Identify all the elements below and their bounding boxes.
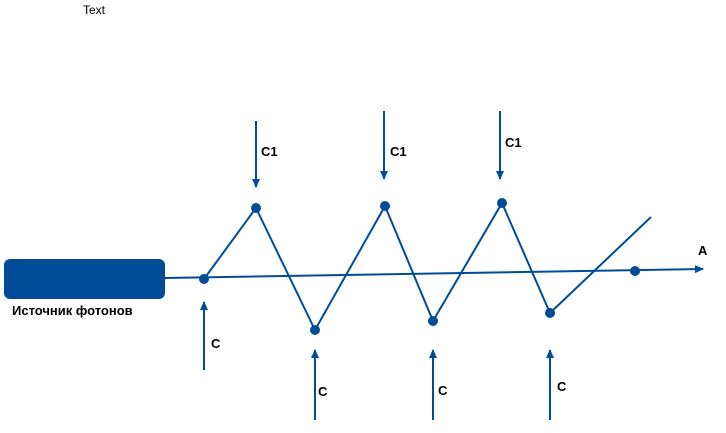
node-point <box>310 325 320 335</box>
top-label-c1: C1 <box>261 144 278 159</box>
node-point <box>199 274 209 284</box>
node-point <box>428 316 438 326</box>
corner-text-label: Text <box>83 3 106 17</box>
zigzag-path <box>203 200 652 333</box>
beam-label-a: A <box>698 243 708 258</box>
node-point <box>380 201 390 211</box>
node-point <box>251 203 261 213</box>
beam-line-a <box>164 265 704 279</box>
node-point <box>630 266 640 276</box>
photon-source-box <box>4 259 165 299</box>
node-point <box>497 198 507 208</box>
bottom-label-c: C <box>438 383 448 398</box>
bottom-label-c: C <box>557 379 567 394</box>
node-point <box>545 308 555 318</box>
top-label-c1: C1 <box>390 144 407 159</box>
photon-source-label: Источник фотонов <box>12 303 133 318</box>
bottom-label-c: C <box>211 336 221 351</box>
bottom-label-c: C <box>318 384 328 399</box>
top-label-c1: C1 <box>505 135 522 150</box>
